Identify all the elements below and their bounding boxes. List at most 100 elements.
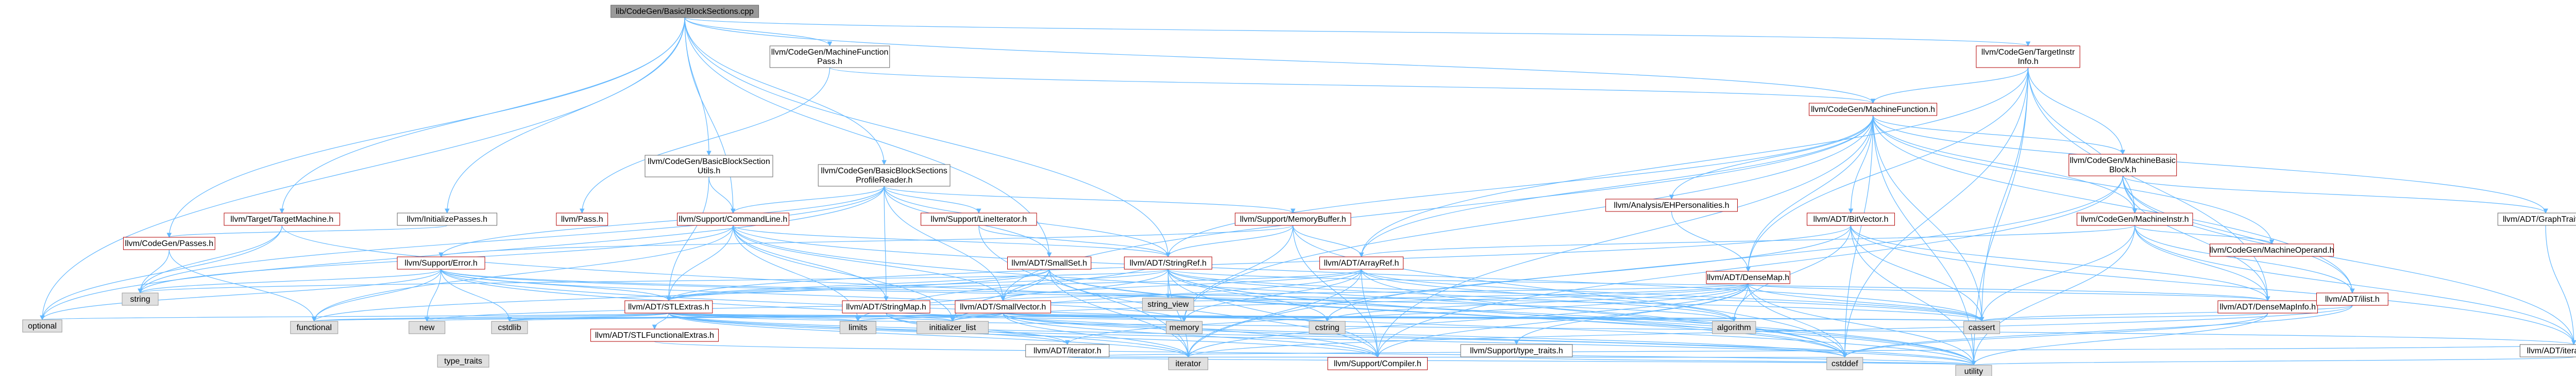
node-mf[interactable]: llvm/CodeGen/MachineFunction.h: [1808, 103, 1937, 116]
node-label: Pass.h: [817, 57, 842, 66]
node-label: llvm/ADT/GraphTraits.h: [2503, 215, 2576, 224]
node-algo: algorithm: [1712, 321, 1756, 334]
node-cl[interactable]: llvm/Support/CommandLine.h: [677, 212, 789, 226]
node-bv[interactable]: llvm/ADT/BitVector.h: [1806, 212, 1895, 226]
node-label: cstdlib: [498, 323, 521, 332]
node-compiler[interactable]: llvm/Support/Compiler.h: [1327, 357, 1428, 370]
node-box: [290, 321, 338, 334]
node-ilist[interactable]: llvm/ADT/ilist.h: [2316, 292, 2388, 306]
node-box: [818, 164, 951, 187]
edge-smap-to-iterator: [886, 313, 1191, 358]
edge-mf-to-dmap: [1745, 115, 1874, 272]
node-label: llvm/CodeGen/MachineOperand.h: [2210, 246, 2334, 255]
node-box: [839, 321, 876, 334]
node-cgp[interactable]: llvm/CodeGen/Passes.h: [123, 237, 215, 250]
edge-bv-to-utility: [1850, 225, 1976, 366]
edge-mf-to-utility: [1872, 115, 1976, 366]
node-dmap[interactable]: llvm/ADT/DenseMap.h: [1706, 271, 1790, 284]
edge-dmap-to-adtit: [1065, 283, 1749, 345]
edge-dmap-to-cassert: [1748, 283, 1985, 322]
edge-mb-to-err: [438, 225, 1294, 257]
edge-err-to-cstdlib: [440, 269, 512, 322]
node-mb[interactable]: llvm/Support/MemoryBuffer.h: [1234, 212, 1351, 226]
node-iterator: iterator: [1168, 357, 1209, 370]
node-label: llvm/ADT/SmallVector.h: [960, 303, 1046, 312]
edge-dmap-to-cstring: [1325, 283, 1749, 322]
edge-aref-to-compiler: [1361, 269, 1380, 358]
node-err[interactable]: llvm/Support/Error.h: [397, 256, 485, 270]
node-stlfe[interactable]: llvm/ADT/STLFunctionalExtras.h: [590, 329, 719, 342]
node-box: [1808, 103, 1937, 116]
edge-dmap-to-iterator: [1185, 283, 1749, 358]
edge-cl-to-functional: [312, 225, 734, 322]
node-bbspr[interactable]: llvm/CodeGen/BasicBlockSectionsProfileRe…: [818, 164, 951, 187]
edge-svec-to-initl: [950, 313, 1004, 322]
edge-li-to-sref: [978, 225, 1171, 257]
edge-sref-to-dmi: [1167, 269, 2270, 301]
node-mi[interactable]: llvm/CodeGen/MachineInstr.h: [2076, 212, 2193, 226]
edge-cl-to-initl: [733, 225, 955, 322]
node-svec[interactable]: llvm/ADT/SmallVector.h: [955, 300, 1052, 314]
node-itr[interactable]: llvm/ADT/iterator_range.h: [2519, 344, 2576, 357]
node-ip[interactable]: llvm/InitializePasses.h: [397, 212, 498, 226]
node-box: [1976, 45, 2080, 68]
edge-sset-to-compiler: [1049, 269, 1380, 358]
edge-mf-to-aref: [1359, 115, 1874, 257]
edge-layer: [40, 17, 2576, 366]
edge-err-to-optional: [40, 269, 442, 320]
edge-tli-to-cassert: [1979, 67, 2029, 322]
node-memory: memory: [1166, 321, 1203, 334]
node-box: [2316, 292, 2388, 306]
edge-tli-to-dmi: [2027, 67, 2270, 301]
edge-svec-to-utility: [1003, 313, 1976, 366]
node-smap[interactable]: llvm/ADT/StringMap.h: [842, 300, 930, 314]
edge-tli-to-dmap: [1745, 67, 2029, 272]
node-sref[interactable]: llvm/ADT/StringRef.h: [1124, 256, 1212, 270]
node-label: llvm/CodeGen/Passes.h: [125, 239, 214, 248]
node-pass[interactable]: llvm/Pass.h: [556, 212, 608, 226]
node-dmi[interactable]: llvm/ADT/DenseMapInfo.h: [2217, 300, 2318, 314]
node-label: initializer_list: [929, 323, 976, 332]
edge-adtit-to-itr: [1067, 344, 2575, 357]
edge-aeh-to-dmap: [1671, 211, 1751, 272]
edge-mb-to-cstddef: [1293, 225, 1848, 358]
edge-ste-to-cstddef: [668, 313, 1848, 358]
edge-dmap-to-cstddef: [1748, 283, 1848, 358]
node-tm[interactable]: llvm/Target/TargetMachine.h: [224, 212, 341, 226]
node-li[interactable]: llvm/Support/LineIterator.h: [921, 212, 1037, 226]
node-aref[interactable]: llvm/ADT/ArrayRef.h: [1319, 256, 1404, 270]
edge-svec-to-iterator: [1003, 313, 1191, 358]
edge-dmap-to-compiler: [1375, 283, 1749, 358]
edge-aref-to-cstddef: [1361, 269, 1848, 358]
node-root[interactable]: lib/CodeGen/Basic/BlockSections.cpp: [611, 5, 759, 18]
edge-aref-to-ste: [666, 269, 1362, 301]
node-box: [1963, 321, 2001, 334]
node-cstddef: cstddef: [1826, 357, 1863, 370]
node-ste[interactable]: llvm/ADT/STLExtras.h: [624, 300, 713, 314]
node-label: lib/CodeGen/Basic/BlockSections.cpp: [616, 7, 754, 16]
edge-dmi-to-cstddef: [1842, 313, 2268, 358]
node-gt[interactable]: llvm/ADT/GraphTraits.h: [2497, 212, 2576, 226]
node-sset[interactable]: llvm/ADT/SmallSet.h: [1007, 256, 1092, 270]
node-aeh[interactable]: llvm/Analysis/EHPersonalities.h: [1605, 199, 1738, 212]
edge-dmap-to-svec: [1001, 283, 1749, 301]
edge-sset-to-iterator: [1049, 269, 1191, 358]
node-box: [921, 212, 1037, 226]
edge-svec-to-new: [425, 313, 1004, 322]
node-adtit[interactable]: llvm/ADT/iterator.h: [1025, 344, 1110, 357]
node-initl: initializer_list: [917, 321, 989, 334]
node-mop[interactable]: llvm/CodeGen/MachineOperand.h: [2210, 243, 2334, 257]
edge-mi-to-itr: [2134, 225, 2576, 345]
node-stt[interactable]: llvm/Support/type_traits.h: [1460, 344, 1573, 357]
edge-err-to-functional: [312, 269, 442, 322]
edge-ilist-to-cassert: [1979, 305, 2353, 322]
edge-ste-to-functional: [312, 313, 669, 322]
edge-dmi-to-cassert: [1979, 313, 2268, 322]
node-box: [409, 321, 446, 334]
node-label: llvm/Support/LineIterator.h: [930, 215, 1027, 224]
edge-root-to-cgp: [166, 17, 685, 238]
